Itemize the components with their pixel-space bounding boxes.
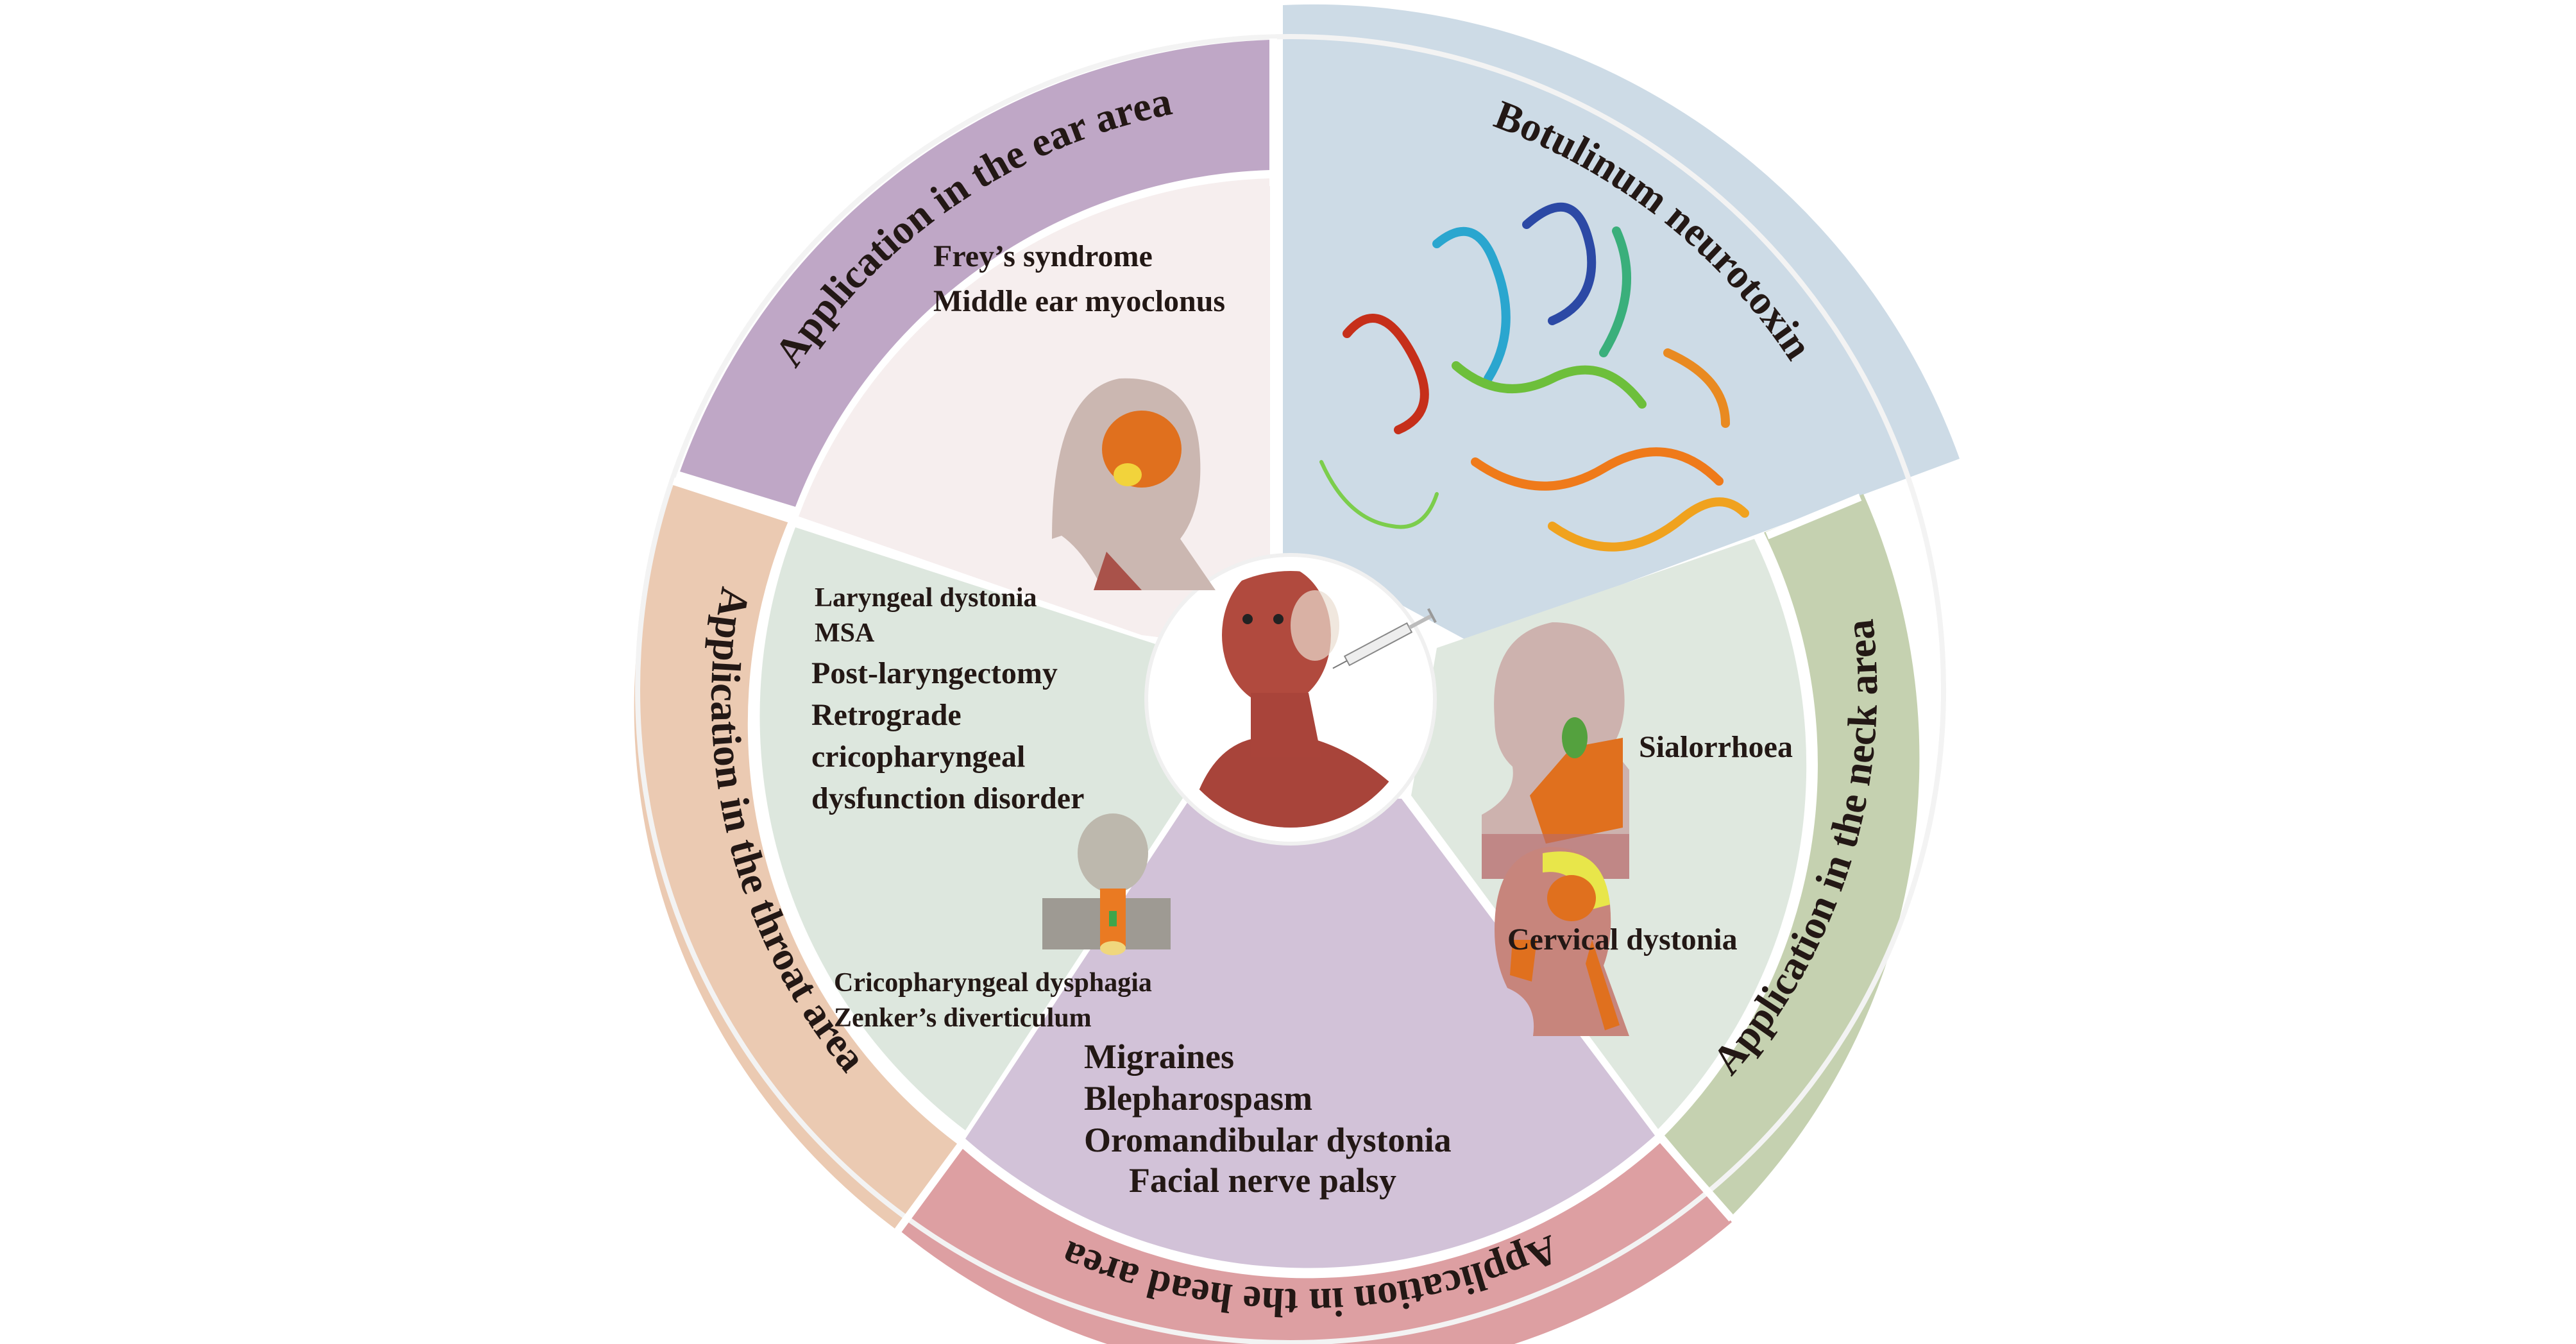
syringe-icon — [1332, 608, 1437, 669]
head-muscles-image — [1495, 847, 1629, 1036]
ear-item: Frey’s syndrome — [933, 239, 1153, 273]
neck-item: Cervical dystonia — [1507, 923, 1738, 957]
neck-muscles-image — [1482, 622, 1629, 879]
throat-skeleton-image — [1042, 813, 1171, 955]
throat-item: Zenker’s diverticulum — [834, 1003, 1092, 1033]
throat-fill — [759, 527, 1187, 1130]
throat-band — [634, 484, 959, 1229]
throat-segment — [634, 484, 1187, 1229]
throat-items: Laryngeal dystonia MSA Post-laryngectomy… — [811, 583, 1152, 1033]
throat-item: Laryngeal dystonia — [815, 583, 1037, 613]
ear-items: Frey’s syndrome Middle ear myoclonus — [933, 239, 1225, 318]
throat-item: cricopharyngeal — [811, 740, 1025, 774]
head-band — [901, 1142, 1732, 1344]
head-item: Facial nerve palsy — [1129, 1161, 1396, 1200]
ear-item: Middle ear myoclonus — [933, 284, 1225, 318]
center-image — [1144, 553, 1437, 846]
throat-item: Cricopharyngeal dysphagia — [834, 968, 1152, 998]
head-items: Migraines Blepharospasm Oromandibular dy… — [1084, 1037, 1452, 1200]
ear-band — [680, 40, 1270, 507]
protein-structure-image — [1319, 202, 1749, 552]
throat-item: MSA — [815, 618, 875, 648]
throat-item: Post-laryngectomy — [811, 656, 1058, 690]
dividers — [635, 34, 1946, 1344]
neck-item: Sialorrhoea — [1639, 730, 1793, 764]
head-item: Oromandibular dystonia — [1084, 1121, 1452, 1159]
head-item: Migraines — [1084, 1037, 1234, 1076]
head-item: Blepharospasm — [1084, 1079, 1312, 1118]
ear-head-image — [1052, 378, 1216, 590]
neck-items: Sialorrhoea Cervical dystonia — [1507, 730, 1793, 957]
neck-band — [1665, 494, 1920, 1216]
throat-item: Retrograde — [811, 698, 962, 732]
throat-item: dysfunction disorder — [811, 781, 1084, 815]
